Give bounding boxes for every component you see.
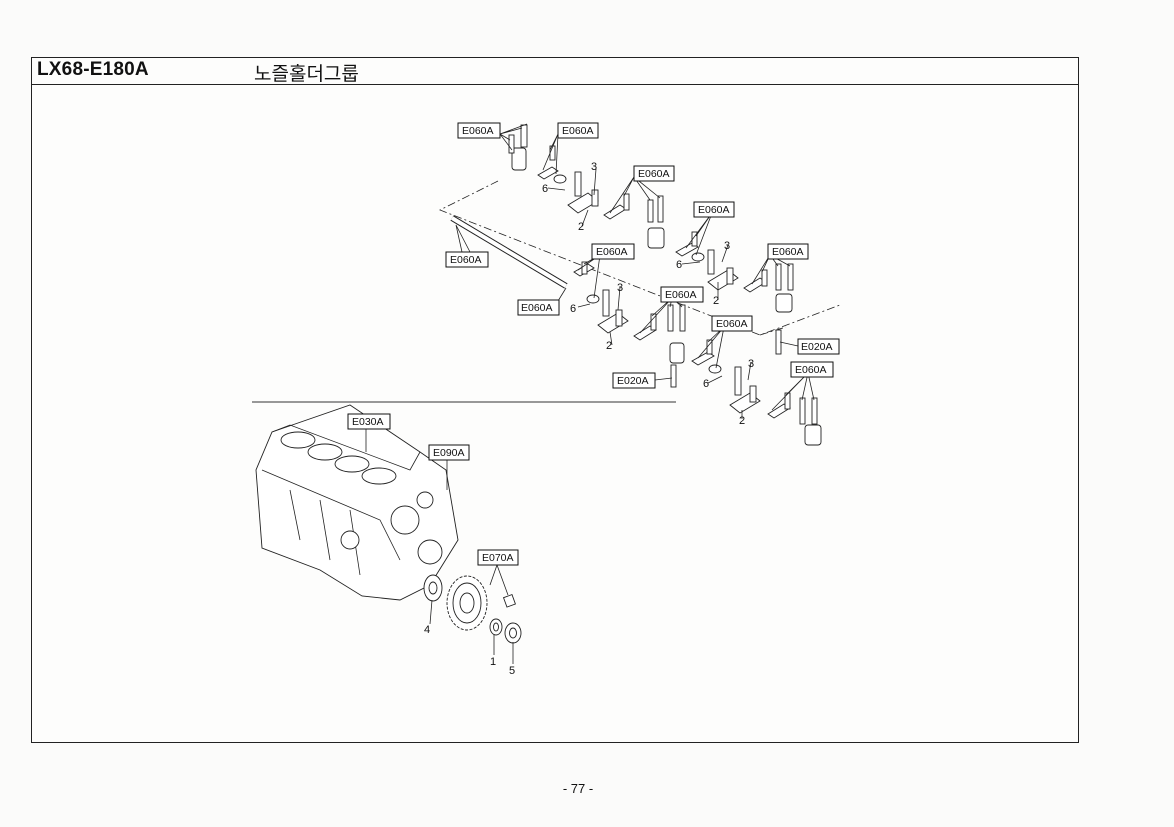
part-number-3: 3 — [724, 240, 730, 252]
svg-text:E060A: E060A — [698, 204, 730, 216]
leader-lines — [365, 123, 815, 664]
part-number-2: 2 — [713, 295, 719, 307]
gear-bolt — [502, 594, 516, 608]
callout-e020a-2: E020A — [612, 372, 656, 389]
engine-block — [255, 404, 459, 601]
callout-e070a: E070A — [477, 549, 519, 566]
nut-5 — [504, 622, 522, 644]
part-number-6: 6 — [570, 303, 576, 315]
svg-text:E060A: E060A — [562, 125, 594, 137]
callout-e060a-6: E060A — [591, 243, 635, 260]
callout-e020a-1: E020A — [797, 338, 840, 355]
part-number-3: 3 — [617, 282, 623, 294]
rocker-shaft-centerline — [439, 180, 841, 336]
svg-text:E060A: E060A — [795, 364, 827, 376]
part-number-2: 2 — [739, 415, 745, 427]
part-number-6: 6 — [703, 378, 709, 390]
callout-e060a-8: E060A — [660, 286, 704, 303]
callout-e090a: E090A — [428, 444, 470, 461]
callout-e060a-9: E060A — [517, 299, 560, 316]
part-number-3: 3 — [591, 161, 597, 173]
title-block: LX68-E180A 노즐홀더그룹 — [32, 58, 1078, 85]
part-number-2: 2 — [606, 340, 612, 352]
callout-e060a-4: E060A — [693, 201, 735, 218]
part-number-6: 6 — [676, 259, 682, 271]
part-number-1: 1 — [490, 656, 496, 668]
part-number-6: 6 — [542, 183, 548, 195]
svg-text:E060A: E060A — [665, 289, 697, 301]
part-number-2: 2 — [578, 221, 584, 233]
callout-e060a-11: E060A — [790, 361, 834, 378]
svg-text:E020A: E020A — [617, 375, 649, 387]
callout-e060a-2: E060A — [557, 122, 599, 139]
washer-1 — [489, 618, 503, 636]
idler-gear — [446, 575, 488, 631]
svg-text:E020A: E020A — [801, 341, 833, 353]
idler-hub-4 — [423, 574, 443, 602]
part-number-4: 4 — [424, 624, 430, 636]
rocker-assembly-3 — [573, 261, 794, 334]
rocker-assembly-5 — [767, 392, 822, 446]
svg-text:E060A: E060A — [772, 246, 804, 258]
rocker-shaft — [450, 215, 568, 289]
svg-text:E060A: E060A — [596, 246, 628, 258]
svg-text:E060A: E060A — [462, 125, 494, 137]
svg-text:E030A: E030A — [352, 416, 384, 428]
part-number-5: 5 — [509, 665, 515, 677]
part-number-3: 3 — [748, 358, 754, 370]
svg-text:E060A: E060A — [521, 302, 553, 314]
group-code: LX68-E180A — [37, 59, 149, 80]
svg-text:E060A: E060A — [638, 168, 670, 180]
callout-e060a-7: E060A — [445, 251, 489, 268]
svg-text:E090A: E090A — [433, 447, 465, 459]
svg-text:E060A: E060A — [716, 318, 748, 330]
group-title: 노즐홀더그룹 — [254, 63, 359, 85]
svg-text:E070A: E070A — [482, 552, 514, 564]
svg-text:E060A: E060A — [450, 254, 482, 266]
callout-e060a-5: E060A — [767, 243, 809, 260]
rocker-assembly-2 — [603, 193, 739, 291]
page-number: - 77 - — [562, 781, 594, 796]
callout-e060a-3: E060A — [633, 165, 675, 182]
callout-e030a: E030A — [347, 413, 391, 430]
rocker-assembly-1 — [508, 124, 599, 214]
rocker-assembly-4 — [633, 304, 782, 414]
callout-e060a-1: E060A — [457, 122, 501, 139]
callout-e060a-10: E060A — [711, 315, 753, 332]
